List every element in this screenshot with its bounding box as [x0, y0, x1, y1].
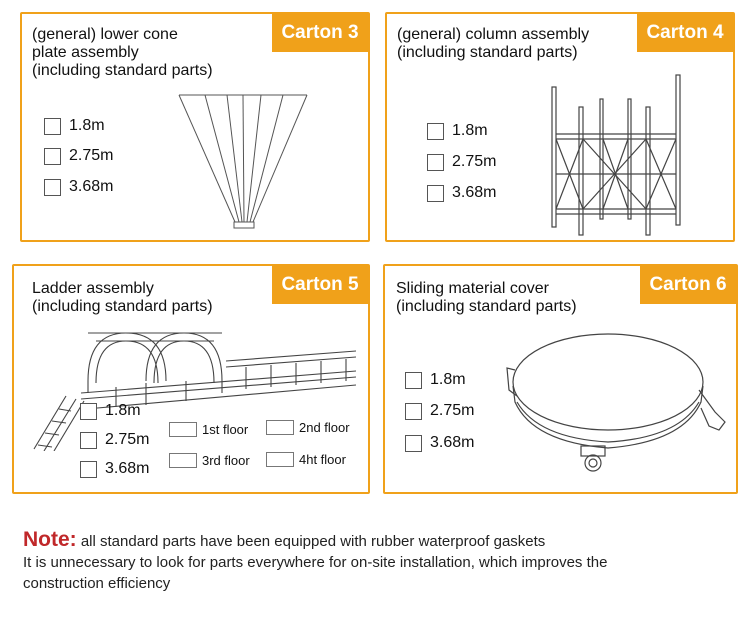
card-title: (general) column assembly (including sta…	[397, 26, 590, 61]
carton-label: Carton 3	[272, 14, 368, 52]
floor-label: 3rd floor	[202, 453, 250, 468]
checkbox[interactable]	[266, 420, 294, 435]
checkbox[interactable]	[80, 431, 97, 449]
option-row[interactable]: 1.8m	[405, 371, 466, 389]
option-label: 3.68m	[430, 434, 475, 451]
note-line-2: It is unnecessary to look for parts ever…	[23, 554, 608, 592]
checkbox[interactable]	[44, 147, 61, 165]
option-label: 1.8m	[430, 371, 466, 388]
note-text: all standard parts have been equipped wi…	[76, 533, 546, 550]
option-label: 1.8m	[452, 122, 488, 139]
option-label: 2.75m	[105, 431, 150, 448]
checkbox[interactable]	[427, 122, 444, 140]
note-line-1: Note: all standard parts have been equip…	[23, 529, 733, 552]
checkbox[interactable]	[427, 153, 444, 171]
card-title: Ladder assembly (including standard part…	[32, 280, 213, 315]
material-cover-illustration	[506, 333, 726, 472]
option-label: 2.75m	[430, 402, 475, 419]
checkbox[interactable]	[405, 402, 422, 420]
option-label: 3.68m	[69, 178, 114, 195]
checkbox[interactable]	[405, 371, 422, 389]
carton-3-card: Carton 3 (general) lower cone plate asse…	[20, 12, 370, 242]
carton-label: Carton 4	[637, 14, 733, 52]
option-label: 1.8m	[105, 402, 141, 419]
option-row[interactable]: 2.75m	[80, 431, 149, 449]
checkbox[interactable]	[44, 178, 61, 196]
option-row[interactable]: 3.68m	[405, 434, 474, 452]
checkbox[interactable]	[80, 460, 97, 478]
option-row[interactable]: 2.75m	[405, 402, 474, 420]
option-row[interactable]: 3.68m	[427, 184, 496, 202]
carton-6-card: Carton 6 Sliding material cover (includi…	[383, 264, 738, 494]
option-label: 3.68m	[452, 184, 497, 201]
carton-4-card: Carton 4 (general) column assembly (incl…	[385, 12, 735, 242]
option-row[interactable]: 3.68m	[80, 460, 149, 478]
floor-option[interactable]: 4ht floor	[266, 452, 346, 467]
carton-label: Carton 6	[640, 266, 736, 304]
floor-option[interactable]: 1st floor	[169, 422, 248, 437]
floor-label: 2nd floor	[299, 420, 350, 435]
option-row[interactable]: 1.8m	[80, 402, 141, 420]
option-row[interactable]: 2.75m	[44, 147, 113, 165]
floor-label: 1st floor	[202, 422, 249, 437]
card-title: Sliding material cover (including standa…	[396, 280, 577, 315]
note-label: Note:	[23, 528, 77, 551]
ladder-assembly-illustration	[33, 332, 356, 451]
card-title: (general) lower cone plate assembly (inc…	[32, 26, 213, 79]
lower-cone-illustration	[178, 94, 308, 229]
column-assembly-illustration	[551, 74, 681, 236]
option-label: 2.75m	[452, 153, 497, 170]
checkbox[interactable]	[427, 184, 444, 202]
floor-label: 4ht floor	[299, 452, 346, 467]
option-label: 3.68m	[105, 460, 150, 477]
floor-option[interactable]: 3rd floor	[169, 453, 250, 468]
option-label: 1.8m	[69, 117, 105, 134]
checkbox[interactable]	[405, 434, 422, 452]
option-label: 2.75m	[69, 147, 114, 164]
checkbox[interactable]	[44, 117, 61, 135]
checkbox[interactable]	[266, 452, 294, 467]
option-row[interactable]: 1.8m	[44, 117, 105, 135]
carton-label: Carton 5	[272, 266, 368, 304]
note-section: Note: all standard parts have been equip…	[23, 529, 733, 594]
checkbox[interactable]	[80, 402, 97, 420]
checkbox[interactable]	[169, 453, 197, 468]
option-row[interactable]: 1.8m	[427, 122, 488, 140]
floor-option[interactable]: 2nd floor	[266, 420, 350, 435]
checkbox[interactable]	[169, 422, 197, 437]
option-row[interactable]: 3.68m	[44, 178, 113, 196]
carton-5-card: Carton 5 Ladder assembly (including stan…	[12, 264, 370, 494]
option-row[interactable]: 2.75m	[427, 153, 496, 171]
